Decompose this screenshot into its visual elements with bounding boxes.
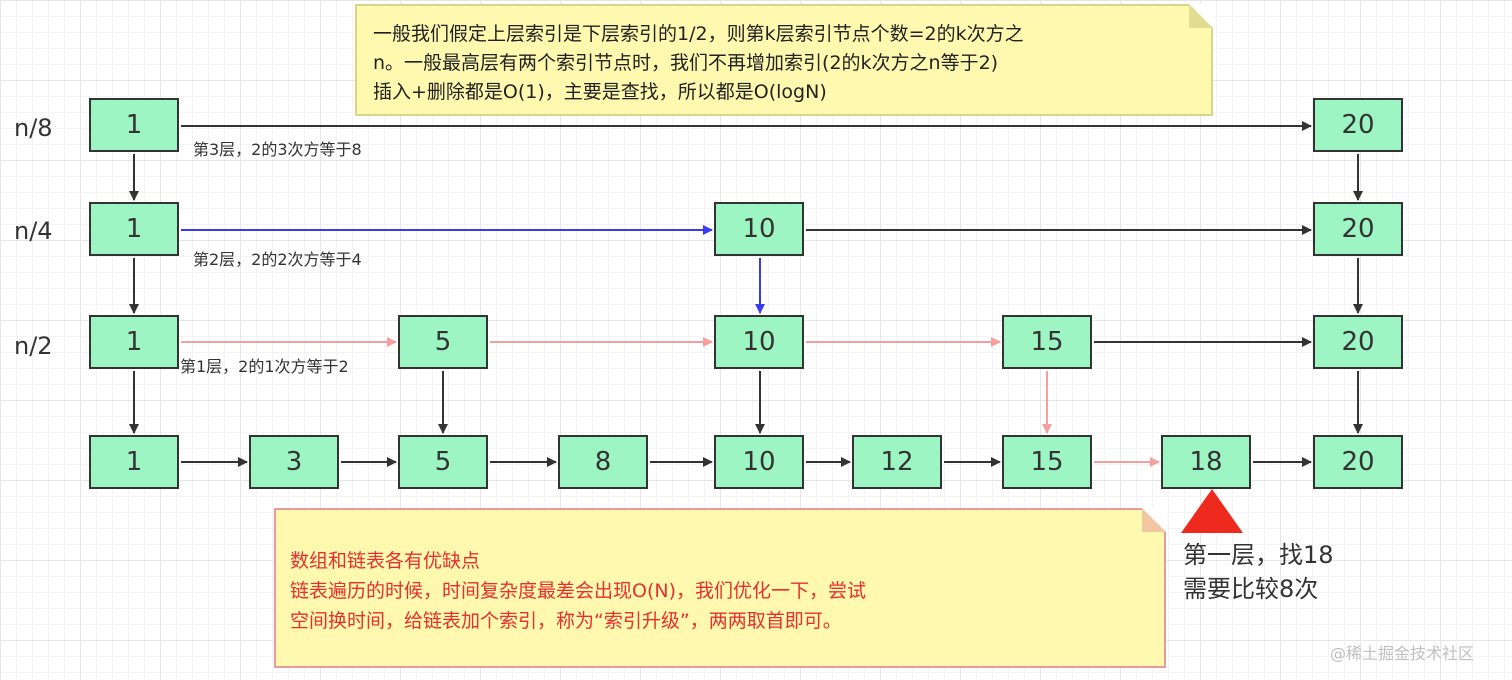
node-r3-3: 3: [249, 435, 339, 489]
node-r2-5: 5: [398, 315, 488, 369]
target-marker-triangle: [1181, 489, 1243, 533]
note-linked-list-index: 数组和链表各有优缺点 链表遍历的时候，时间复杂度最差会出现O(N)，我们优化一下…: [274, 508, 1166, 668]
note-bottom-line-3: 空间换时间，给链表加个索引，称为“索引升级”，两两取首即可。: [290, 610, 842, 632]
layer-2-label: 第2层，2的2次方等于4: [193, 250, 362, 269]
node-r3-12: 12: [852, 435, 942, 489]
note-fold-corner: [1189, 4, 1213, 28]
note-fold-corner: [1142, 508, 1166, 532]
node-r2-1: 1: [89, 315, 179, 369]
level-label-n8: n/8: [14, 114, 53, 142]
annotation-line-2: 需要比较8次: [1183, 575, 1319, 603]
search-annotation: 第一层，找18 需要比较8次: [1183, 538, 1334, 606]
node-r3-1: 1: [89, 435, 179, 489]
node-r3-15: 15: [1002, 435, 1092, 489]
node-r3-5: 5: [398, 435, 488, 489]
watermark: @稀土掘金技术社区: [1330, 644, 1475, 663]
note-index-assumption: 一般我们假定上层索引是下层索引的1/2，则第k层索引节点个数=2的k次方之 n。…: [355, 4, 1213, 116]
note-top-line-3: 插入+删除都是O(1)，主要是查找，所以都是O(logN): [373, 81, 827, 103]
node-r2-10: 10: [714, 315, 804, 369]
annotation-line-1: 第一层，找18: [1183, 541, 1334, 569]
layer-1-label: 第1层，2的1次方等于2: [180, 357, 349, 376]
node-r2-15: 15: [1002, 315, 1092, 369]
note-bottom-line-1: 数组和链表各有优缺点: [290, 550, 481, 572]
node-r1-10: 10: [714, 202, 804, 256]
node-r3-18: 18: [1161, 435, 1251, 489]
note-top-line-1: 一般我们假定上层索引是下层索引的1/2，则第k层索引节点个数=2的k次方之: [373, 23, 1024, 45]
node-r3-8: 8: [558, 435, 648, 489]
node-r1-1: 1: [89, 202, 179, 256]
layer-3-label: 第3层，2的3次方等于8: [193, 140, 362, 159]
node-r1-20: 20: [1313, 202, 1403, 256]
node-r0-1: 1: [89, 98, 179, 152]
note-top-line-2: n。一般最高层有两个索引节点时，我们不再增加索引(2的k次方之n等于2): [373, 52, 999, 74]
node-r3-10: 10: [714, 435, 804, 489]
note-bottom-line-2: 链表遍历的时候，时间复杂度最差会出现O(N)，我们优化一下，尝试: [290, 580, 866, 602]
level-label-n4: n/4: [14, 217, 53, 245]
node-r3-20: 20: [1313, 435, 1403, 489]
node-r2-20: 20: [1313, 315, 1403, 369]
level-label-n2: n/2: [14, 332, 53, 360]
node-r0-20: 20: [1313, 98, 1403, 152]
